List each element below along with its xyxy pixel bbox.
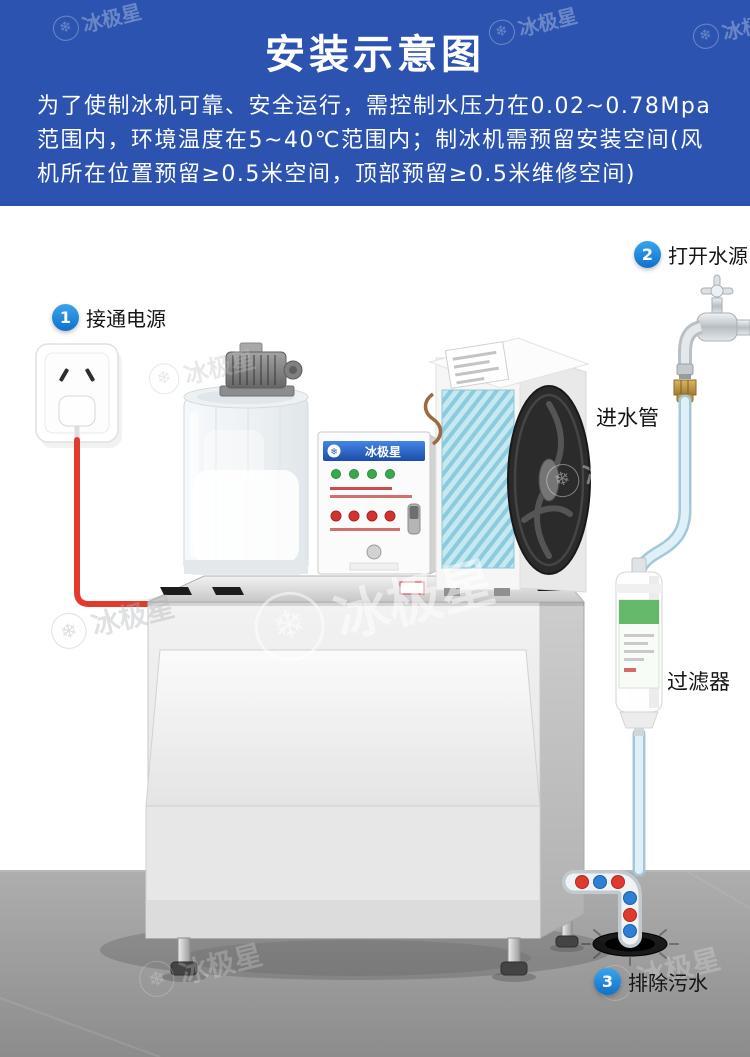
panel-brand-text: 冰极星 [365,444,401,459]
step-2: 2 打开水源 [634,240,748,269]
step-2-badge: 2 [634,241,661,268]
storage-bin [145,575,586,976]
ice-machine: ❄ 冰极星 [145,337,591,976]
condenser-fan-icon [507,385,591,575]
header-banner: 安装示意图 为了使制冰机可靠、安全运行，需控制水压力在0.02~0.78Mpa … [0,0,750,206]
panel-indicator-lights-green [331,469,395,479]
header-description: 为了使制冰机可靠、安全运行，需控制水压力在0.02~0.78Mpa 范围内，环境… [37,90,732,192]
step-1-badge: 1 [52,304,79,331]
description-line-1: 为了使制冰机可靠、安全运行，需控制水压力在0.02~0.78Mpa [37,94,712,119]
step-3-badge: 3 [594,968,621,995]
description-line-3: 机所在位置预留≥0.5米空间，顶部预留≥0.5米维修空间) [37,162,636,187]
panel-buttons-red [330,510,396,522]
inlet-pipe-label: 进水管 [596,406,659,430]
step-1: 1 接通电源 [52,303,166,332]
step-2-label: 打开水源 [668,244,748,268]
water-filter [615,557,663,736]
drain-pipe [562,870,642,948]
step-3-label: 排除污水 [628,971,708,995]
faucet [673,274,750,403]
filter-label: 过滤器 [667,670,730,694]
step-1-label: 接通电源 [86,307,166,331]
condenser-unit [423,337,591,596]
evaporator-drum [183,385,309,575]
gear-motor [219,342,303,397]
wall-socket [35,343,122,448]
page-title: 安装示意图 [265,32,485,78]
condenser-label-sticker [444,341,510,389]
panel-logo-snowflake-icon: ❄ [330,448,338,458]
power-cable [74,437,175,607]
description-line-2: 范围内，环境温度在5~40℃范围内；制冰机需预留安装空间(风 [37,128,704,153]
control-panel: ❄ 冰极星 [317,431,439,595]
step-3: 3 排除污水 [594,967,708,996]
